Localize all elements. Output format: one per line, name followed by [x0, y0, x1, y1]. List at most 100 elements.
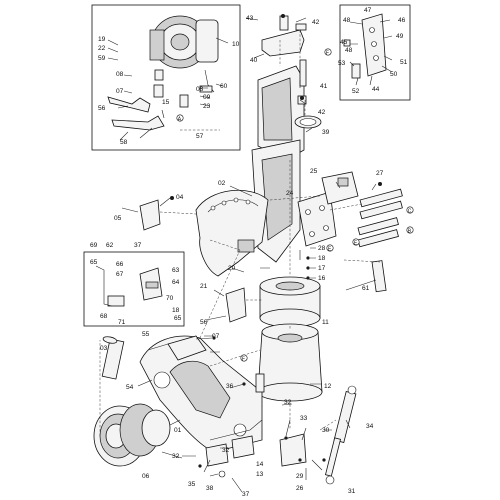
- callout-63: 63: [172, 267, 180, 274]
- inset-leaders-1: [107, 37, 229, 141]
- ref-marker-c-label: C: [408, 208, 412, 214]
- assembly-lines: [99, 30, 381, 436]
- callout-34: 34: [366, 423, 374, 430]
- detail-box-fittings: [339, 4, 411, 101]
- callout-24: 24: [286, 190, 294, 197]
- callout-60: 60: [220, 83, 228, 90]
- swing-arm-mount-55: [167, 335, 207, 361]
- callout-30: 30: [322, 427, 330, 434]
- clamp-13: [205, 443, 229, 467]
- callout-40: 40: [250, 57, 258, 64]
- detail-box-sensor-bracket: [83, 251, 185, 327]
- leader-lines: [121, 17, 377, 493]
- callout-68: 68: [100, 313, 108, 320]
- callout-69: 69: [90, 242, 98, 249]
- callout-07-lower: 07: [212, 333, 220, 340]
- fasteners: [170, 14, 382, 468]
- callout-38: 38: [206, 485, 214, 492]
- ref-marker-f-mid-label: F: [242, 356, 245, 362]
- callout-65-a: 65: [90, 259, 98, 266]
- ref-marker-f-top-label: F: [326, 50, 329, 56]
- damper-34: [325, 385, 357, 485]
- column-bracket: [261, 15, 307, 57]
- callout-51: 51: [400, 59, 408, 66]
- callout-08-b: 08: [196, 86, 204, 93]
- callout-18-b: 18: [172, 307, 180, 314]
- callout-36: 36: [226, 383, 234, 390]
- callout-43: 43: [246, 15, 254, 22]
- mount-plate-24: [297, 191, 337, 247]
- callout-32-b: 32: [222, 447, 230, 454]
- wheel-hub-06: [93, 403, 171, 467]
- sensor-bracket: [95, 265, 163, 307]
- callout-14: 14: [256, 461, 264, 468]
- callout-49: 49: [396, 33, 404, 40]
- callout-29: 29: [296, 473, 304, 480]
- callout-53: 53: [338, 60, 346, 67]
- callout-07: 07: [116, 88, 124, 95]
- callout-20: 20: [228, 265, 236, 272]
- callout-27: 27: [376, 170, 384, 177]
- callout-66: 66: [116, 261, 124, 268]
- fitting-bracket: [343, 13, 387, 79]
- callout-58: 58: [120, 139, 128, 146]
- callout-47: 47: [364, 7, 372, 14]
- bracket-29: [279, 433, 307, 467]
- sleeve-03: [101, 336, 125, 380]
- detail-box-motor-hoses: [91, 4, 241, 151]
- callout-39: 39: [322, 129, 330, 136]
- callout-02: 02: [218, 180, 226, 187]
- callout-15: 15: [162, 99, 170, 106]
- callout-46: 46: [398, 17, 406, 24]
- cylinders-26: [357, 188, 403, 248]
- callout-23: 23: [203, 103, 211, 110]
- callout-65-b: 65: [174, 315, 182, 322]
- callout-55: 55: [142, 331, 150, 338]
- callout-32-c: 32: [284, 399, 292, 406]
- callout-71: 71: [118, 319, 126, 326]
- fittings-leaders: [349, 19, 393, 86]
- callout-50: 50: [390, 71, 398, 78]
- callout-11: 11: [322, 319, 329, 326]
- ref-marker-e-far: [352, 238, 360, 246]
- callout-13: 13: [256, 471, 264, 478]
- column-main: [251, 139, 301, 263]
- callout-16: 16: [318, 275, 326, 282]
- callout-70: 70: [166, 295, 174, 302]
- callout-52: 52: [352, 88, 360, 95]
- column-upper: [257, 59, 307, 161]
- callout-41: 41: [320, 83, 328, 90]
- callout-35: 35: [188, 481, 196, 488]
- callout-37-a: 37: [134, 242, 142, 249]
- callout-17: 17: [318, 265, 326, 272]
- ref-marker-a-label: A: [178, 116, 182, 122]
- callout-32-a: 32: [172, 453, 180, 460]
- callout-06: 06: [142, 473, 150, 480]
- ref-marker-f-mid: [240, 354, 248, 362]
- callout-12: 12: [324, 383, 332, 390]
- callout-31: 31: [348, 488, 356, 495]
- callout-19: 19: [98, 36, 106, 43]
- yoke-arm-02: [195, 189, 269, 277]
- callout-45: 45: [340, 39, 348, 46]
- ref-marker-b-label: B: [408, 228, 412, 234]
- callout-56-b: 56: [200, 319, 208, 326]
- callout-42-b: 42: [318, 109, 326, 116]
- bracket-21: [225, 287, 247, 323]
- callout-42-a: 42: [312, 19, 320, 26]
- callout-59: 59: [98, 55, 106, 62]
- callout-05: 05: [114, 215, 122, 222]
- callout-21: 21: [200, 283, 208, 290]
- callout-22: 22: [98, 45, 106, 52]
- callout-61: 61: [362, 285, 370, 292]
- clamp-14: [231, 435, 255, 459]
- callout-67: 67: [116, 271, 124, 278]
- callout-54: 54: [126, 384, 134, 391]
- callout-labels: 19 22 59 08 07 56 58 10 60 08 09 23 15 5…: [90, 7, 408, 498]
- callout-18-a: 18: [318, 255, 326, 262]
- callout-33: 33: [300, 415, 308, 422]
- bumper-36: [255, 373, 265, 393]
- callout-03: 03: [100, 345, 108, 352]
- swing-arm-01: [139, 335, 263, 453]
